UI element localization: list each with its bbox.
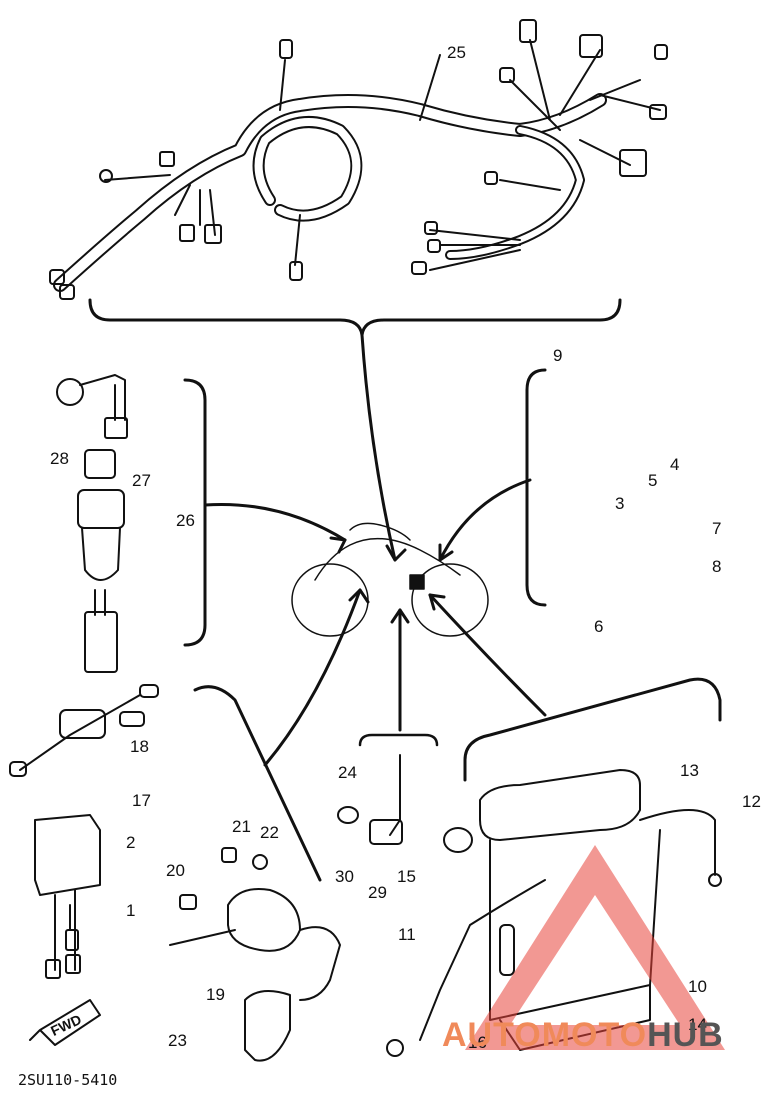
callout-1: 1 xyxy=(126,901,136,920)
ignition-coil-19 xyxy=(169,847,341,1062)
left-bracket xyxy=(183,378,207,647)
callout-21: 21 xyxy=(232,817,251,836)
callout-20: 20 xyxy=(166,861,185,880)
grommet-15 xyxy=(443,827,473,853)
callout-24: 24 xyxy=(338,763,357,782)
callout-29: 29 xyxy=(368,883,387,902)
sensor-24-29-30 xyxy=(337,754,403,845)
wire-harness xyxy=(49,19,668,300)
callout-22: 22 xyxy=(260,823,279,842)
right-bracket xyxy=(525,368,547,607)
fwd-tag xyxy=(29,999,101,1046)
callout-12: 12 xyxy=(742,792,761,811)
callout-11: 11 xyxy=(398,925,416,944)
lead-wire-17-18 xyxy=(9,684,159,777)
plug-cap-28 xyxy=(56,374,128,439)
coil-bracket xyxy=(193,685,322,882)
watermark-part1: AUTOMOTO xyxy=(442,1016,648,1054)
callout-4: 4 xyxy=(670,455,680,474)
callout-10: 10 xyxy=(688,977,707,996)
watermark-triangle xyxy=(465,845,725,1050)
callout-18: 18 xyxy=(130,737,149,756)
cdi-unit-2 xyxy=(34,814,101,979)
sensor-bracket xyxy=(358,733,439,747)
callout-3: 3 xyxy=(615,494,625,513)
callout-27: 27 xyxy=(132,471,151,490)
main-switch-27 xyxy=(77,449,125,673)
callout-25: 25 xyxy=(447,43,466,62)
callout-15: 15 xyxy=(397,867,416,886)
callout-5: 5 xyxy=(648,471,658,490)
callout-28: 28 xyxy=(50,449,69,468)
callout-14: 14 xyxy=(688,1015,707,1034)
callout-17: 17 xyxy=(132,791,151,810)
callout-23: 23 xyxy=(168,1031,187,1050)
callout-26: 26 xyxy=(176,511,195,530)
callout-9: 9 xyxy=(553,346,563,365)
callout-19: 19 xyxy=(206,985,225,1004)
callout-13: 13 xyxy=(680,761,699,780)
callout-7: 7 xyxy=(712,519,722,538)
diagram-code: 2SU110-5410 xyxy=(18,1071,118,1089)
callout-2: 2 xyxy=(126,833,136,852)
watermark-part2: HUB xyxy=(647,1016,724,1054)
location-arrows xyxy=(203,333,547,767)
callout-30: 30 xyxy=(335,867,354,886)
callout-8: 8 xyxy=(712,557,722,576)
battery-bracket xyxy=(463,677,722,782)
callout-16: 16 xyxy=(468,1033,487,1052)
watermark: AUTOMOTOHUB xyxy=(442,1016,724,1055)
harness-bracket xyxy=(88,298,622,337)
callout-6: 6 xyxy=(594,617,604,636)
